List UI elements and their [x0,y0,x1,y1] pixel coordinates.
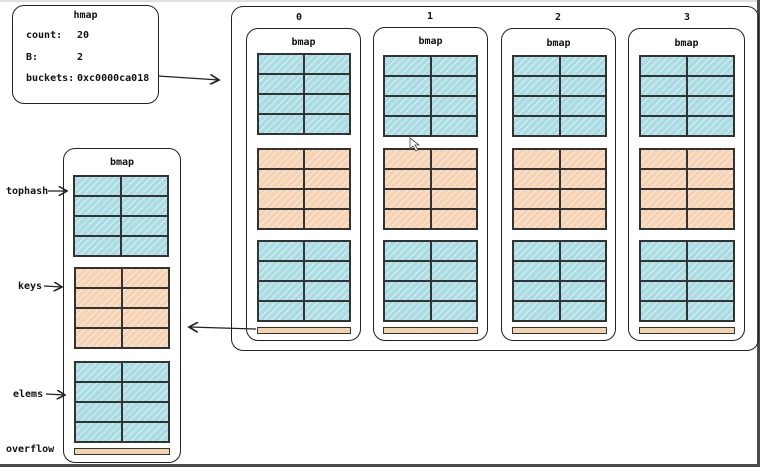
bucket-bmap-1: bmap [373,27,488,341]
bucket-0-elems-grid [257,240,351,322]
bucket-bmap-title: bmap [418,36,443,47]
hmap-b-value: 2 [77,52,84,63]
bucket-3-tophash-grid [639,55,735,137]
hmap-count-label: count: [26,30,63,41]
bucket-1-overflow-pointer [383,327,478,334]
buckets-array-container [231,6,759,351]
bucket-index-0: 0 [296,12,303,23]
label-overflow: overflow [6,444,55,455]
bucket-index-2: 2 [555,12,562,23]
bucket-index-1: 1 [427,11,434,22]
keys-label-arrow [43,286,62,287]
hmap-b-label: B: [26,52,39,63]
bucket-1-tophash-grid [383,55,478,137]
window-bottom-edge [0,464,760,467]
bucket-index-3: 3 [684,12,691,23]
window-top-edge [0,0,760,2]
bucket-bmap-title: bmap [674,38,699,49]
bucket-bmap-title: bmap [546,38,571,49]
hmap-buckets-label: buckets: [26,73,75,84]
bucket-bmap-0: bmap [246,28,361,341]
detail-bmap-box: bmap [63,148,181,463]
detail-bmap-title: bmap [109,157,135,168]
elems-label-arrow [45,394,65,395]
detail-overflow-pointer [74,448,170,455]
bucket-2-elems-grid [512,240,607,322]
overflow-to-detail-arrow [189,327,257,329]
bucket-3-overflow-pointer [639,327,735,334]
bucket-0-overflow-pointer [257,327,351,334]
bucket-0-keys-grid [257,148,351,230]
bucket-1-keys-grid [383,148,478,230]
hmap-count-value: 20 [77,30,90,41]
detail-elems-grid [74,361,170,443]
bucket-bmap-3: bmap [628,28,745,341]
hmap-title: hmap [73,10,98,21]
hmap-box: hmap count: 20 B: 2 buckets: 0xc0000ca01… [12,5,159,104]
label-keys: keys [18,281,43,292]
buckets-pointer-arrow [157,76,219,80]
hmap-buckets-value: 0xc0000ca018 [77,73,150,84]
bucket-2-tophash-grid [512,55,607,137]
bucket-3-elems-grid [639,240,735,322]
label-tophash: tophash [6,186,49,197]
detail-keys-grid [74,267,170,349]
bucket-0-tophash-grid [257,53,351,135]
cursor-icon [409,137,421,152]
bucket-bmap-title: bmap [291,37,316,48]
bucket-bmap-2: bmap [501,28,616,341]
label-elems: elems [13,389,44,400]
bucket-2-overflow-pointer [512,327,607,334]
bucket-2-keys-grid [512,148,607,230]
bucket-3-keys-grid [639,148,735,230]
detail-tophash-grid [73,175,169,257]
bucket-1-elems-grid [383,240,478,322]
